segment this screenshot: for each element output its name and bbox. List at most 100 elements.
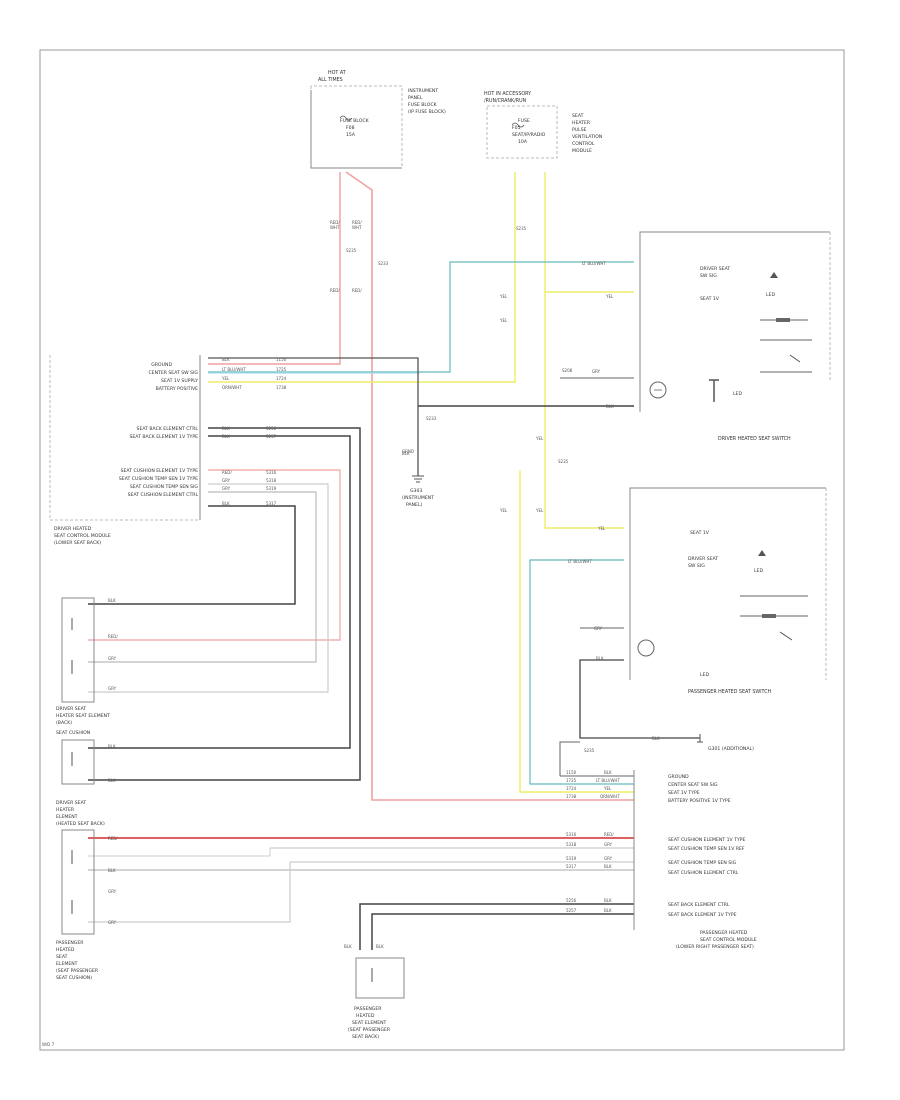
relay-title-2: /RUN/CRANK/RUN xyxy=(484,98,527,104)
fuse-label-1: FUSE BLOCK xyxy=(340,118,370,124)
pm-label-8: SEAT CUSHION ELEMENT CTRL xyxy=(668,870,739,876)
pm-wire-6: GRY xyxy=(604,842,613,847)
wl-splice-c: S235 xyxy=(516,226,527,231)
pm-wire-5: RED/ xyxy=(604,832,614,837)
wl-gry-2: GRY xyxy=(594,626,603,631)
wire-yel-2 xyxy=(544,172,634,293)
wire-blk-passenger-lamp xyxy=(579,659,700,739)
fuse-label-3: 15A xyxy=(346,132,356,138)
grounds: G303 (INSTRUMENT PANEL) G301 (ADDITIONAL… xyxy=(402,475,754,752)
pm-code-10: 5256 xyxy=(566,898,577,903)
de-name-a2: HEATER SEAT ELEMENT xyxy=(56,713,110,719)
pe-name-5: (SEAT PASSENGER xyxy=(56,968,99,974)
wl-ltblu-2: LT BLU/WHT xyxy=(568,559,592,564)
dm-label-5: SEAT BACK ELEMENT CTRL xyxy=(137,426,199,432)
lamp-icon-2 xyxy=(637,639,655,657)
dm-code-1: 1725 xyxy=(276,367,287,372)
de-wire-1: BLK xyxy=(108,598,116,603)
wire-back-1v xyxy=(88,435,351,749)
g1-3: PANEL) xyxy=(406,502,423,508)
resistor-icon-2 xyxy=(762,614,776,618)
ps-label-4: LED xyxy=(754,568,763,574)
wire-cush-ctrl xyxy=(88,505,296,605)
wire-pb-1 xyxy=(359,903,634,950)
pm-wire-0: BLK xyxy=(604,770,612,775)
passenger-seat-elements: RED/ BLK GRY GRY PASSENGER HEATED SEAT E… xyxy=(56,829,405,1040)
wl-red-1: RED/ xyxy=(330,220,340,225)
ground-icon xyxy=(412,475,424,483)
pm-label-0: GROUND xyxy=(668,774,689,780)
wl-gry-1: GRY xyxy=(592,369,601,374)
ds-label-4: LED xyxy=(766,292,775,298)
fuse-title-1: HOT AT xyxy=(328,70,346,76)
wl-brn-1: BLK xyxy=(402,451,410,456)
wl-yel-6: YEL xyxy=(535,508,544,513)
pm-wire-7: GRY xyxy=(604,856,613,861)
passenger-cushion-element xyxy=(61,829,95,935)
wl-red-5: RED/ xyxy=(330,288,340,293)
pm-code-8: 5317 xyxy=(566,864,577,869)
dm-code-5: 5256 xyxy=(266,426,277,431)
wires xyxy=(88,171,700,950)
de-name-a1: DRIVER SEAT xyxy=(56,706,86,712)
de-wire-5: BLK xyxy=(108,744,116,749)
seat-fuse-block: HOT IN ACCESSORY /RUN/CRANK/RUN FUSE F05… xyxy=(484,91,602,159)
wl-splice-d: S233 xyxy=(426,416,437,421)
dm-wire-blk3: BLK xyxy=(222,434,230,439)
de-name-c3: ELEMENT xyxy=(56,814,78,820)
driver-seat-module: GROUND CENTER SEAT SW SIG SEAT 1V SUPPLY… xyxy=(49,355,287,546)
pm-name-3: (LOWER RIGHT PASSENGER SEAT) xyxy=(676,944,754,950)
wl-splice-b: S233 xyxy=(378,261,389,266)
wire-yel-1 xyxy=(208,172,516,383)
ds-label-2: SW SIG xyxy=(700,273,717,279)
pm-code-3: 1738 xyxy=(566,794,577,799)
resistor-icon xyxy=(776,318,790,322)
dm-wire-blk2: BLK xyxy=(222,426,230,431)
wire-pc-3 xyxy=(88,848,271,857)
switch-contact-icon-2 xyxy=(779,631,793,641)
dm-label-11: SEAT CUSHION ELEMENT CTRL xyxy=(128,492,199,498)
ps-name: PASSENGER HEATED SEAT SWITCH xyxy=(688,689,772,695)
dm-wire-red: RED/ xyxy=(222,470,232,475)
dm-code-9: 5318 xyxy=(266,478,277,483)
wl-red-4: WHT xyxy=(352,225,362,230)
relay-fuse-2: F05 xyxy=(512,125,521,131)
g1-1: G303 xyxy=(410,488,422,494)
driver-back-element xyxy=(61,739,95,785)
fuse-block-solid xyxy=(310,90,402,169)
ground-icon-2 xyxy=(697,734,703,743)
wire-red-main xyxy=(345,171,634,801)
de-wire-6: BLK xyxy=(108,778,116,783)
wl-yel-7: YEL xyxy=(597,526,606,531)
dm-label-8: SEAT CUSHION ELEMENT 1V TYPE xyxy=(121,468,199,474)
dm-wire-orn: ORN/WHT xyxy=(222,385,242,390)
wire-labels: RED/ WHT RED/ WHT RED/ RED/ S235 S233 S2… xyxy=(330,220,660,753)
dm-name-1: DRIVER HEATED xyxy=(54,526,92,532)
wl-yel-4: YEL xyxy=(535,436,544,441)
wire-cush-temp-sig xyxy=(88,491,317,663)
passenger-seat-module: GROUND CENTER SEAT SW SIG SEAT 1V TYPE B… xyxy=(566,770,757,950)
wire-back-ctrl xyxy=(88,427,361,781)
pm-code-11: 5257 xyxy=(566,908,577,913)
wl-splice-a: S235 xyxy=(346,248,357,253)
pm-name-2: SEAT CONTROL MODULE xyxy=(700,937,757,943)
pb-name-2: HEATED xyxy=(356,1013,375,1019)
de-name-c4: (HEATED SEAT BACK) xyxy=(56,821,105,827)
pm-code-5: 5316 xyxy=(566,832,577,837)
relay-note-4: VENTILATION xyxy=(572,134,602,140)
wl-yel-3: YEL xyxy=(605,294,614,299)
ps-label-5: LED xyxy=(700,672,709,678)
driver-switch-outline xyxy=(639,231,830,412)
pm-code-1: 1725 xyxy=(566,778,577,783)
dm-label-6: SEAT BACK ELEMENT 1V TYPE xyxy=(129,434,198,440)
wire-yel-4 xyxy=(519,470,634,793)
pm-code-2: 1724 xyxy=(566,786,577,791)
ds-label-1: DRIVER SEAT xyxy=(700,266,730,272)
pe-name-2: HEATED xyxy=(56,947,75,953)
pm-label-7: SEAT CUSHION TEMP SEN SIG xyxy=(668,860,737,866)
de-wire-3: GRY xyxy=(108,656,117,661)
pm-wire-1: LT BLU/WHT xyxy=(596,778,620,783)
fuse-note-1: INSTRUMENT xyxy=(408,88,438,94)
wl-red-6: RED/ xyxy=(352,288,362,293)
pm-label-10: SEAT BACK ELEMENT CTRL xyxy=(668,902,730,908)
